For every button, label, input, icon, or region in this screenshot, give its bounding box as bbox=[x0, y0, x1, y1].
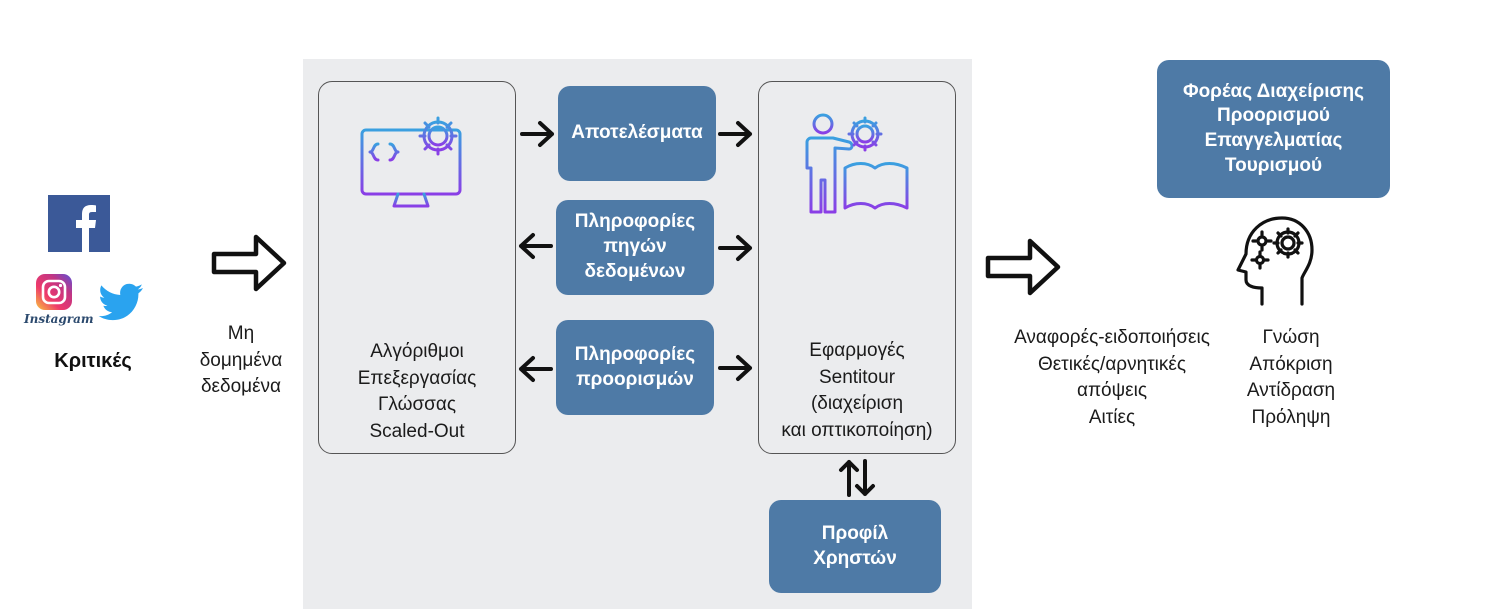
user-profiles-box: Προφίλ Χρηστών bbox=[769, 500, 941, 593]
head-gears-icon bbox=[1232, 212, 1316, 308]
person-book-gear-icon bbox=[803, 112, 913, 218]
destination-info-box: Πληροφορίες προορισμών bbox=[556, 320, 714, 415]
sentitour-apps-label: Εφαρμογές Sentitour (διαχείριση και οπτι… bbox=[781, 340, 933, 441]
data-source-info-box: Πληροφορίες πηγών δεδομένων bbox=[556, 200, 714, 295]
arrow-right-icon bbox=[718, 120, 754, 148]
destination-info-label: Πληροφορίες προορισμών bbox=[574, 343, 696, 390]
stakeholders-label: Φορέας Διαχείρισης Προορισμού Επαγγελματ… bbox=[1182, 80, 1365, 176]
arrow-right-icon bbox=[520, 120, 556, 148]
unstructured-data-label: Μη δομημένα δεδομένα bbox=[199, 323, 283, 398]
reviews-label: Κριτικές bbox=[54, 350, 132, 372]
nlp-algorithms-label: Αλγόριθμοι Επεξεργασίας Γλώσσας Scaled-O… bbox=[357, 341, 477, 442]
stakeholders-box: Φορέας Διαχείρισης Προορισμού Επαγγελματ… bbox=[1157, 60, 1390, 198]
arrow-right-icon bbox=[718, 354, 754, 382]
big-arrow-icon bbox=[984, 236, 1062, 298]
monitor-code-gear-icon bbox=[358, 108, 464, 214]
instagram-wordmark: Instagram bbox=[24, 312, 94, 326]
nlp-algorithms-box bbox=[318, 81, 516, 454]
user-profiles-label: Προφίλ Χρηστών bbox=[813, 522, 897, 569]
arrow-right-icon bbox=[718, 234, 754, 262]
instagram-icon bbox=[36, 274, 72, 310]
sentitour-apps-box bbox=[758, 81, 956, 454]
big-arrow-icon bbox=[210, 232, 288, 294]
data-source-info-label: Πληροφορίες πηγών δεδομένων bbox=[574, 211, 696, 282]
results-label: Αποτελέσματα bbox=[571, 122, 703, 144]
up-down-arrows-icon bbox=[838, 458, 876, 498]
arrow-left-icon bbox=[517, 355, 553, 383]
results-box: Αποτελέσματα bbox=[558, 86, 716, 181]
knowledge-label: Γνώση Απόκριση Αντίδραση Πρόληψη bbox=[1246, 327, 1336, 428]
twitter-icon bbox=[98, 283, 144, 323]
outputs-label: Αναφορές-ειδοποιήσεις Θετικές/αρνητικές … bbox=[1014, 327, 1210, 428]
arrow-left-icon bbox=[517, 232, 553, 260]
facebook-icon bbox=[48, 195, 110, 252]
